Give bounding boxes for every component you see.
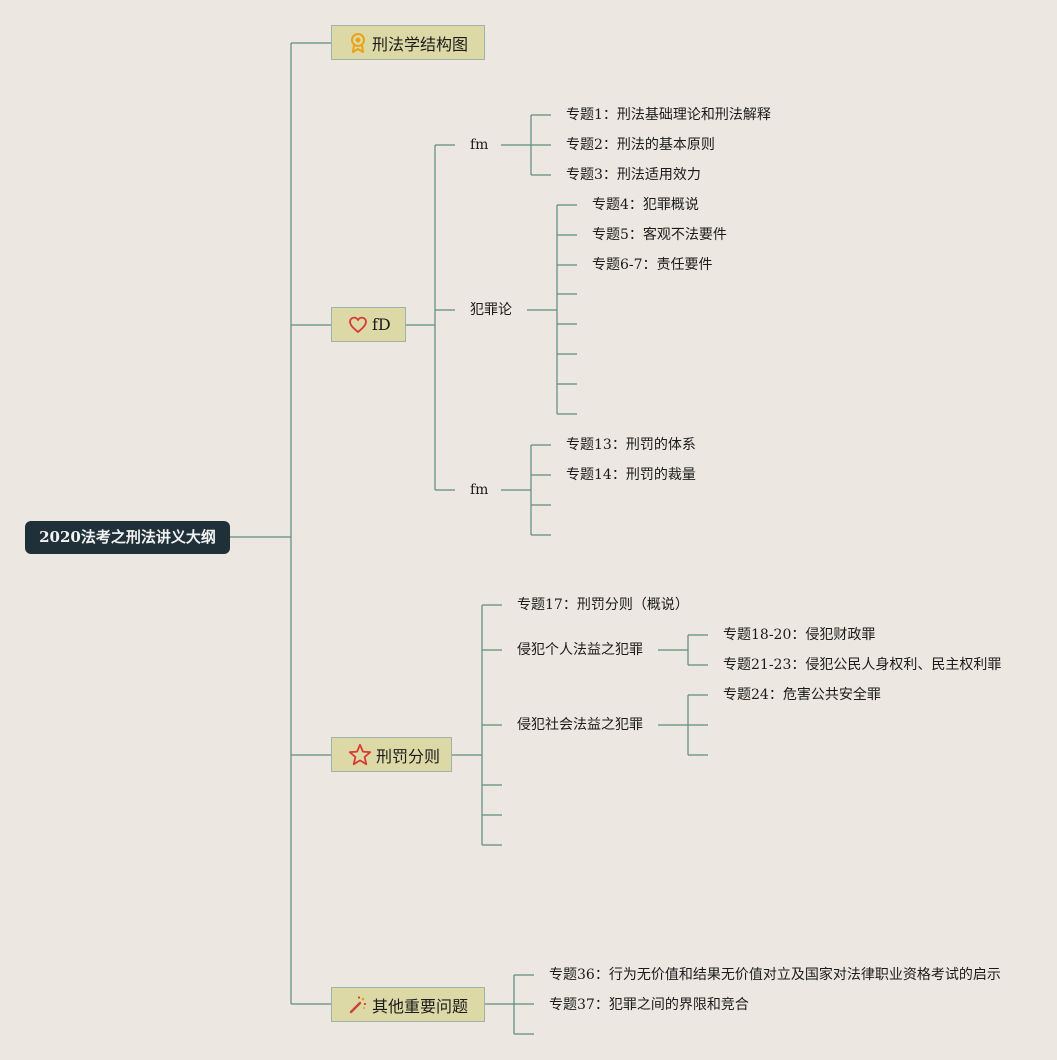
- subnode-fm-top[interactable]: fm: [470, 137, 489, 153]
- topic-item[interactable]: 专题6-7：责任要件: [592, 257, 713, 273]
- main-node-structure[interactable]: 刑法学结构图: [331, 25, 485, 60]
- topic-item[interactable]: 专题37：犯罪之间的界限和竞合: [549, 997, 749, 1013]
- main-node-others[interactable]: 其他重要问题: [331, 987, 485, 1022]
- main-node-label: 其他重要问题: [372, 996, 469, 1016]
- award-badge-icon: [348, 32, 368, 54]
- empty-topic[interactable]: [551, 495, 569, 515]
- subnode-personal[interactable]: 侵犯个人法益之犯罪: [517, 642, 643, 658]
- heart-icon: [348, 314, 368, 336]
- star-icon: [348, 743, 372, 767]
- main-node-label: 刑法学结构图: [372, 34, 469, 54]
- topic-item[interactable]: 专题14：刑罚的裁量: [566, 467, 696, 483]
- subnode-fm-bottom[interactable]: fm: [470, 482, 489, 498]
- main-node-specific[interactable]: 刑罚分则: [331, 737, 452, 772]
- magic-wand-icon: [348, 994, 368, 1016]
- empty-topic[interactable]: [708, 745, 726, 765]
- topic-item[interactable]: 专题21-23：侵犯公民人身权利、民主权利罪: [723, 657, 1002, 673]
- empty-topic[interactable]: [577, 404, 595, 424]
- empty-topic[interactable]: [577, 374, 595, 394]
- topic-item[interactable]: 专题17：刑罚分则（概说）: [517, 597, 689, 613]
- empty-topic[interactable]: [577, 314, 595, 334]
- topic-item[interactable]: 专题4：犯罪概说: [592, 197, 699, 213]
- empty-topic[interactable]: [708, 715, 726, 735]
- empty-topic[interactable]: [502, 805, 520, 825]
- topic-item[interactable]: 专题2：刑法的基本原则: [566, 137, 715, 153]
- empty-topic[interactable]: [551, 525, 569, 545]
- empty-topic[interactable]: [502, 835, 520, 855]
- topic-item[interactable]: 专题3：刑法适用效力: [566, 167, 701, 183]
- topic-item[interactable]: 专题5：客观不法要件: [592, 227, 727, 243]
- topic-item[interactable]: 专题24：危害公共安全罪: [723, 687, 881, 703]
- topic-item[interactable]: 专题1：刑法基础理论和刑法解释: [566, 107, 771, 123]
- empty-topic[interactable]: [534, 1024, 552, 1044]
- main-node-general[interactable]: fD: [331, 307, 406, 342]
- empty-topic[interactable]: [502, 775, 520, 795]
- subnode-crime[interactable]: 犯罪论: [470, 302, 512, 318]
- topic-item[interactable]: 专题13：刑罚的体系: [566, 437, 696, 453]
- subnode-social[interactable]: 侵犯社会法益之犯罪: [517, 717, 643, 733]
- topic-item[interactable]: 专题18-20：侵犯财政罪: [723, 627, 876, 643]
- main-node-label: fD: [372, 315, 391, 334]
- empty-topic[interactable]: [577, 284, 595, 304]
- topic-item[interactable]: 专题36：行为无价值和结果无价值对立及国家对法律职业资格考试的启示: [549, 967, 1001, 983]
- empty-topic[interactable]: [577, 344, 595, 364]
- root-node[interactable]: 2020法考之刑法讲义大纲: [25, 521, 230, 554]
- main-node-label: 刑罚分则: [376, 746, 441, 766]
